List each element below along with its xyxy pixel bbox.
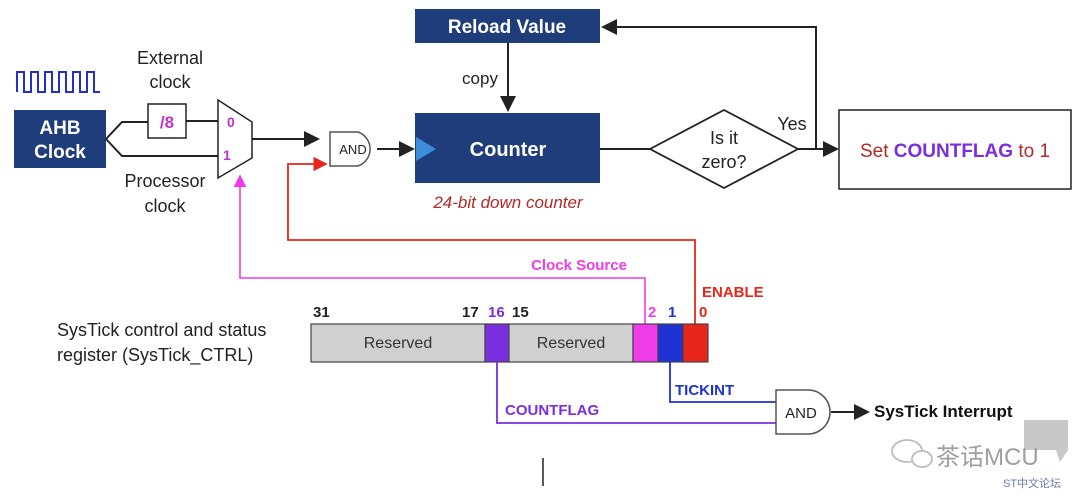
set-countflag-block [838, 109, 1072, 190]
set-countflag-keyword: COUNTFLAG [894, 141, 1013, 162]
bit-17: 17 [462, 304, 479, 321]
decision-label-1: Is it [710, 128, 738, 148]
tickint-wire [669, 362, 776, 403]
enable-label: ENABLE [702, 284, 764, 301]
and-gate-top [329, 131, 371, 167]
divide-by-8-label: /8 [160, 113, 174, 132]
mux-input-0: 0 [227, 114, 235, 130]
bit-1: 1 [668, 304, 676, 321]
register-bit-2-clksource [632, 323, 659, 363]
and-gate-bottom-label: AND [785, 405, 817, 422]
bit-15: 15 [512, 304, 529, 321]
bit-0: 0 [699, 304, 707, 321]
clock-mux [217, 98, 253, 180]
and-gate-top-label: AND [339, 142, 366, 157]
copy-label: copy [462, 69, 498, 88]
clock-waveform-icon [16, 71, 100, 93]
enable-wire [287, 156, 696, 328]
ahb-clock-label-1: AHB [39, 118, 80, 139]
reload-value-block [415, 9, 600, 43]
systick-interrupt-label: SysTick Interrupt [874, 402, 1013, 421]
processor-clock-label-2: clock [144, 196, 186, 216]
watermark-text: 茶话MCU [936, 444, 1039, 471]
bit-2: 2 [648, 304, 656, 321]
register-bit-1-tickint [657, 323, 684, 363]
bit-16: 16 [488, 304, 505, 321]
ahb-fork-wire [105, 121, 218, 157]
processor-clock-label-1: Processor [124, 171, 205, 191]
register-bit-16-countflag [484, 323, 510, 363]
register-reserved-high-label: Reserved [364, 335, 432, 352]
reload-value-label: Reload Value [448, 17, 566, 38]
clock-source-label: Clock Source [531, 257, 627, 274]
set-countflag-prefix: Set [860, 141, 894, 162]
set-countflag-suffix: to 1 [1013, 141, 1050, 162]
register-reserved-low [508, 323, 634, 363]
register-name-2: register (SysTick_CTRL) [57, 345, 253, 366]
mux-input-1: 1 [223, 147, 231, 163]
clock-input-triangle-icon [416, 137, 436, 161]
countflag-wire [496, 362, 776, 424]
decision-label-2: zero? [701, 152, 746, 172]
ahb-clock-block [14, 110, 106, 168]
external-clock-label-2: clock [149, 72, 191, 92]
clock-source-wire [233, 174, 646, 328]
register-reserved-high [310, 323, 486, 363]
zero-check-decision [648, 108, 800, 190]
external-clock-label-1: External [137, 48, 203, 68]
yes-label: Yes [777, 114, 806, 134]
watermark-logo-icon [891, 420, 1068, 468]
counter-caption: 24-bit down counter [432, 193, 584, 212]
reload-feedback-wire [601, 19, 817, 149]
counter-block [415, 113, 600, 183]
countflag-label: COUNTFLAG [505, 402, 599, 419]
and-gate-bottom [775, 389, 831, 435]
register-name-1: SysTick control and status [57, 320, 266, 340]
register-bit-0-enable [682, 323, 709, 363]
bit-31: 31 [313, 304, 330, 321]
counter-label: Counter [470, 139, 547, 161]
tickint-label: TICKINT [675, 382, 734, 399]
watermark-subtext: ST中文论坛 [1003, 476, 1061, 490]
set-countflag-label: Set COUNTFLAG to 1 [860, 141, 1050, 162]
register-reserved-low-label: Reserved [537, 335, 605, 352]
ahb-clock-label-2: Clock [34, 142, 86, 163]
